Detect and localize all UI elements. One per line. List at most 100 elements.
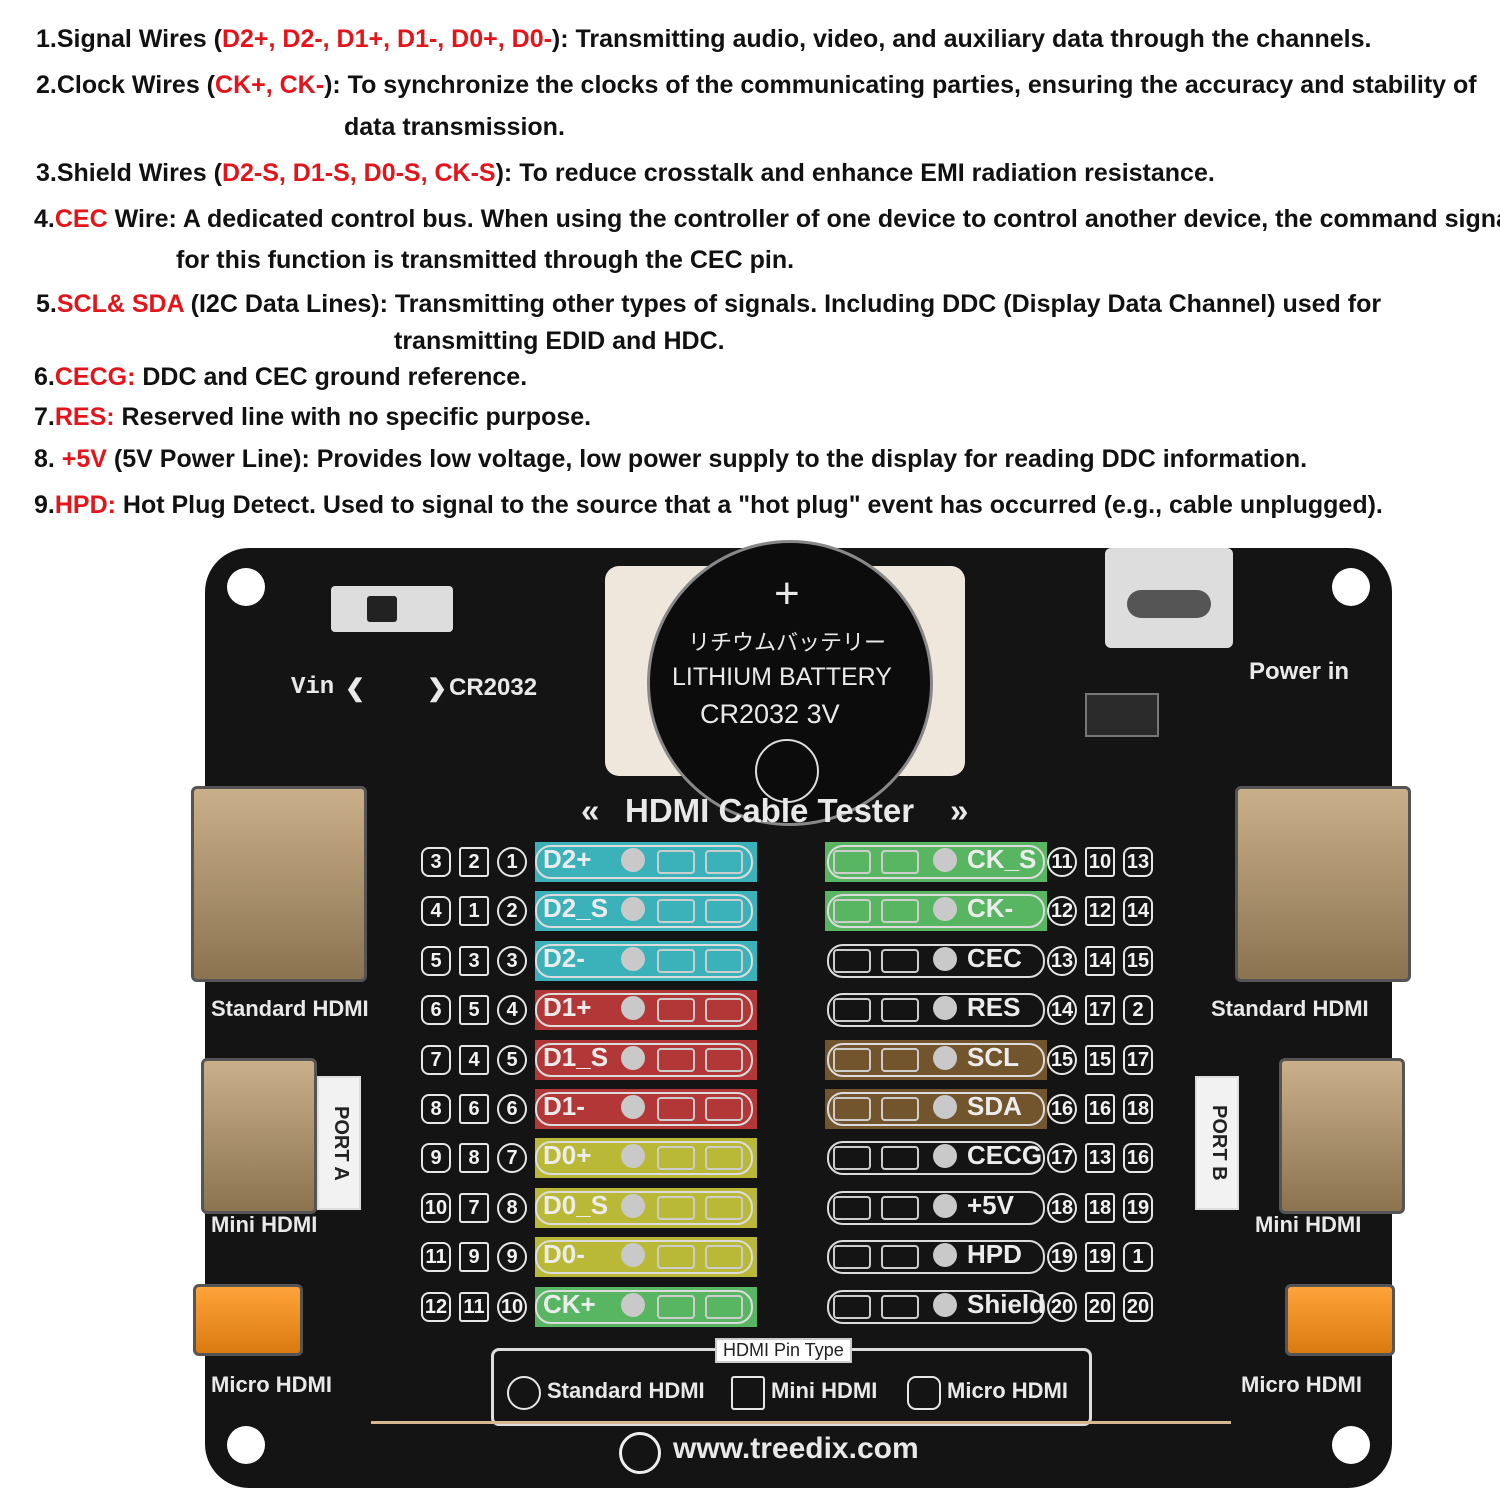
board-title: HDMI Cable Tester xyxy=(625,792,915,829)
resistor-pad xyxy=(657,1047,695,1072)
note-continuation: for this function is transmitted through… xyxy=(176,246,795,274)
resistor-pad xyxy=(705,850,743,874)
power-switch[interactable] xyxy=(331,586,453,632)
led-indicator-icon xyxy=(621,848,645,872)
resistor-pad xyxy=(833,1146,871,1171)
resistor-pad xyxy=(881,1195,919,1220)
resistor-pad xyxy=(881,1146,919,1171)
voltage-regulator xyxy=(1085,693,1159,737)
pin-row-sda: SDA xyxy=(825,1089,1047,1129)
standard-hdmi-port-b[interactable] xyxy=(1235,786,1411,982)
pin-number: 7 xyxy=(497,1143,527,1174)
pin-row-+5v: +5V xyxy=(825,1188,1047,1228)
pin-label: RES xyxy=(967,992,1021,1023)
note-line: 8. +5V (5V Power Line): Provides low vol… xyxy=(34,445,1308,473)
pin-label: CEC xyxy=(967,942,1022,973)
pin-label: D2- xyxy=(543,942,585,973)
port-b-label: PORT B xyxy=(1195,1076,1239,1210)
led-indicator-icon xyxy=(933,1095,957,1119)
switch-vin-label: Vin xyxy=(291,674,335,701)
led-indicator-icon xyxy=(933,897,957,922)
resistor-pad xyxy=(657,850,695,874)
child-safety-icon xyxy=(755,739,819,803)
pin-number: 8 xyxy=(497,1192,527,1223)
pin-row-cec: CEC xyxy=(825,941,1047,981)
pin-label: CK- xyxy=(967,893,1014,924)
legend-mini: Mini HDMI xyxy=(771,1378,878,1403)
note-line: 1.Signal Wires (D2+, D2-, D1+, D1-, D0+,… xyxy=(36,25,1372,53)
led-indicator-icon xyxy=(933,1193,957,1218)
pin-row-ck-: CK- xyxy=(825,891,1047,932)
pin-label: D0_S xyxy=(543,1189,609,1220)
pin-row-ck_s: CK_S xyxy=(825,842,1047,882)
resistor-pad xyxy=(881,1097,919,1121)
pin-label: D2+ xyxy=(543,844,592,874)
led-indicator-icon xyxy=(621,946,645,971)
led-indicator-icon xyxy=(933,1045,957,1070)
note-continuation: data transmission. xyxy=(344,113,565,141)
treedix-logo-icon xyxy=(619,1432,661,1474)
pin-number: 1 xyxy=(497,847,527,877)
left-mini-label: Mini HDMI xyxy=(211,1212,318,1237)
resistor-pad xyxy=(881,1245,919,1270)
micro-hdmi-port-a[interactable] xyxy=(193,1284,303,1356)
resistor-pad xyxy=(705,1245,743,1270)
pin-row-hpd: HPD xyxy=(825,1237,1047,1277)
pin-row-res: RES xyxy=(825,990,1047,1030)
resistor-pad xyxy=(881,850,919,874)
pin-label: D1_S xyxy=(543,1041,609,1072)
pin-label: D0+ xyxy=(543,1140,592,1171)
pin-number: 5 xyxy=(421,945,451,976)
usb-c-port[interactable] xyxy=(1105,548,1233,648)
note-line: 6.CECG: DDC and CEC ground reference. xyxy=(34,363,528,391)
pin-number: 16 xyxy=(1085,1094,1115,1124)
resistor-pad xyxy=(705,1146,743,1171)
pin-row-d0+: D0+ xyxy=(535,1138,757,1179)
legend-circle-icon xyxy=(507,1376,541,1410)
pin-number: 2 xyxy=(1123,995,1153,1026)
pin-number: 16 xyxy=(1047,1094,1077,1124)
pin-number: 12 xyxy=(421,1291,451,1322)
pin-number: 12 xyxy=(1085,896,1115,927)
resistor-pad xyxy=(705,1195,743,1220)
pin-row-d1-: D1- xyxy=(535,1089,757,1129)
pin-number: 14 xyxy=(1085,945,1115,976)
pin-row-shield: Shield xyxy=(825,1287,1047,1327)
resistor-pad xyxy=(657,1195,695,1220)
pin-number: 5 xyxy=(497,1044,527,1075)
led-indicator-icon xyxy=(621,1144,645,1169)
mounting-hole xyxy=(1332,1426,1370,1464)
led-indicator-icon xyxy=(621,897,645,922)
mounting-hole xyxy=(227,568,265,606)
note-line: 7.RES: Reserved line with no specific pu… xyxy=(34,403,592,431)
pin-number: 15 xyxy=(1085,1044,1115,1075)
mounting-hole xyxy=(1332,568,1370,606)
left-standard-label: Standard HDMI xyxy=(211,996,369,1021)
resistor-pad xyxy=(705,1294,743,1319)
pin-number: 13 xyxy=(1123,847,1153,877)
pin-row-d1+: D1+ xyxy=(535,990,757,1031)
pin-number: 14 xyxy=(1047,995,1077,1026)
resistor-pad xyxy=(881,998,919,1023)
pin-label: +5V xyxy=(967,1189,1014,1220)
pin-number: 12 xyxy=(1047,896,1077,927)
resistor-pad xyxy=(833,948,871,973)
led-indicator-icon xyxy=(933,1144,957,1169)
resistor-pad xyxy=(705,1097,743,1121)
resistor-pad xyxy=(657,1146,695,1171)
micro-hdmi-port-b[interactable] xyxy=(1285,1284,1395,1356)
standard-hdmi-port-a[interactable] xyxy=(191,786,367,982)
pin-number: 20 xyxy=(1047,1291,1077,1322)
pin-number: 17 xyxy=(1123,1044,1153,1075)
resistor-pad xyxy=(657,1245,695,1270)
resistor-pad xyxy=(705,948,743,973)
resistor-pad xyxy=(833,850,871,874)
note-line: 5.SCL& SDA (I2C Data Lines): Transmittin… xyxy=(36,290,1382,318)
mini-hdmi-port-a[interactable] xyxy=(201,1058,317,1214)
pin-label: D1+ xyxy=(543,992,592,1023)
pin-label: D0- xyxy=(543,1239,585,1270)
mini-hdmi-port-b[interactable] xyxy=(1279,1058,1405,1214)
note-line: 2.Clock Wires (CK+, CK-): To synchronize… xyxy=(36,71,1477,99)
pin-label: D2_S xyxy=(543,893,609,924)
led-indicator-icon xyxy=(933,1243,957,1268)
